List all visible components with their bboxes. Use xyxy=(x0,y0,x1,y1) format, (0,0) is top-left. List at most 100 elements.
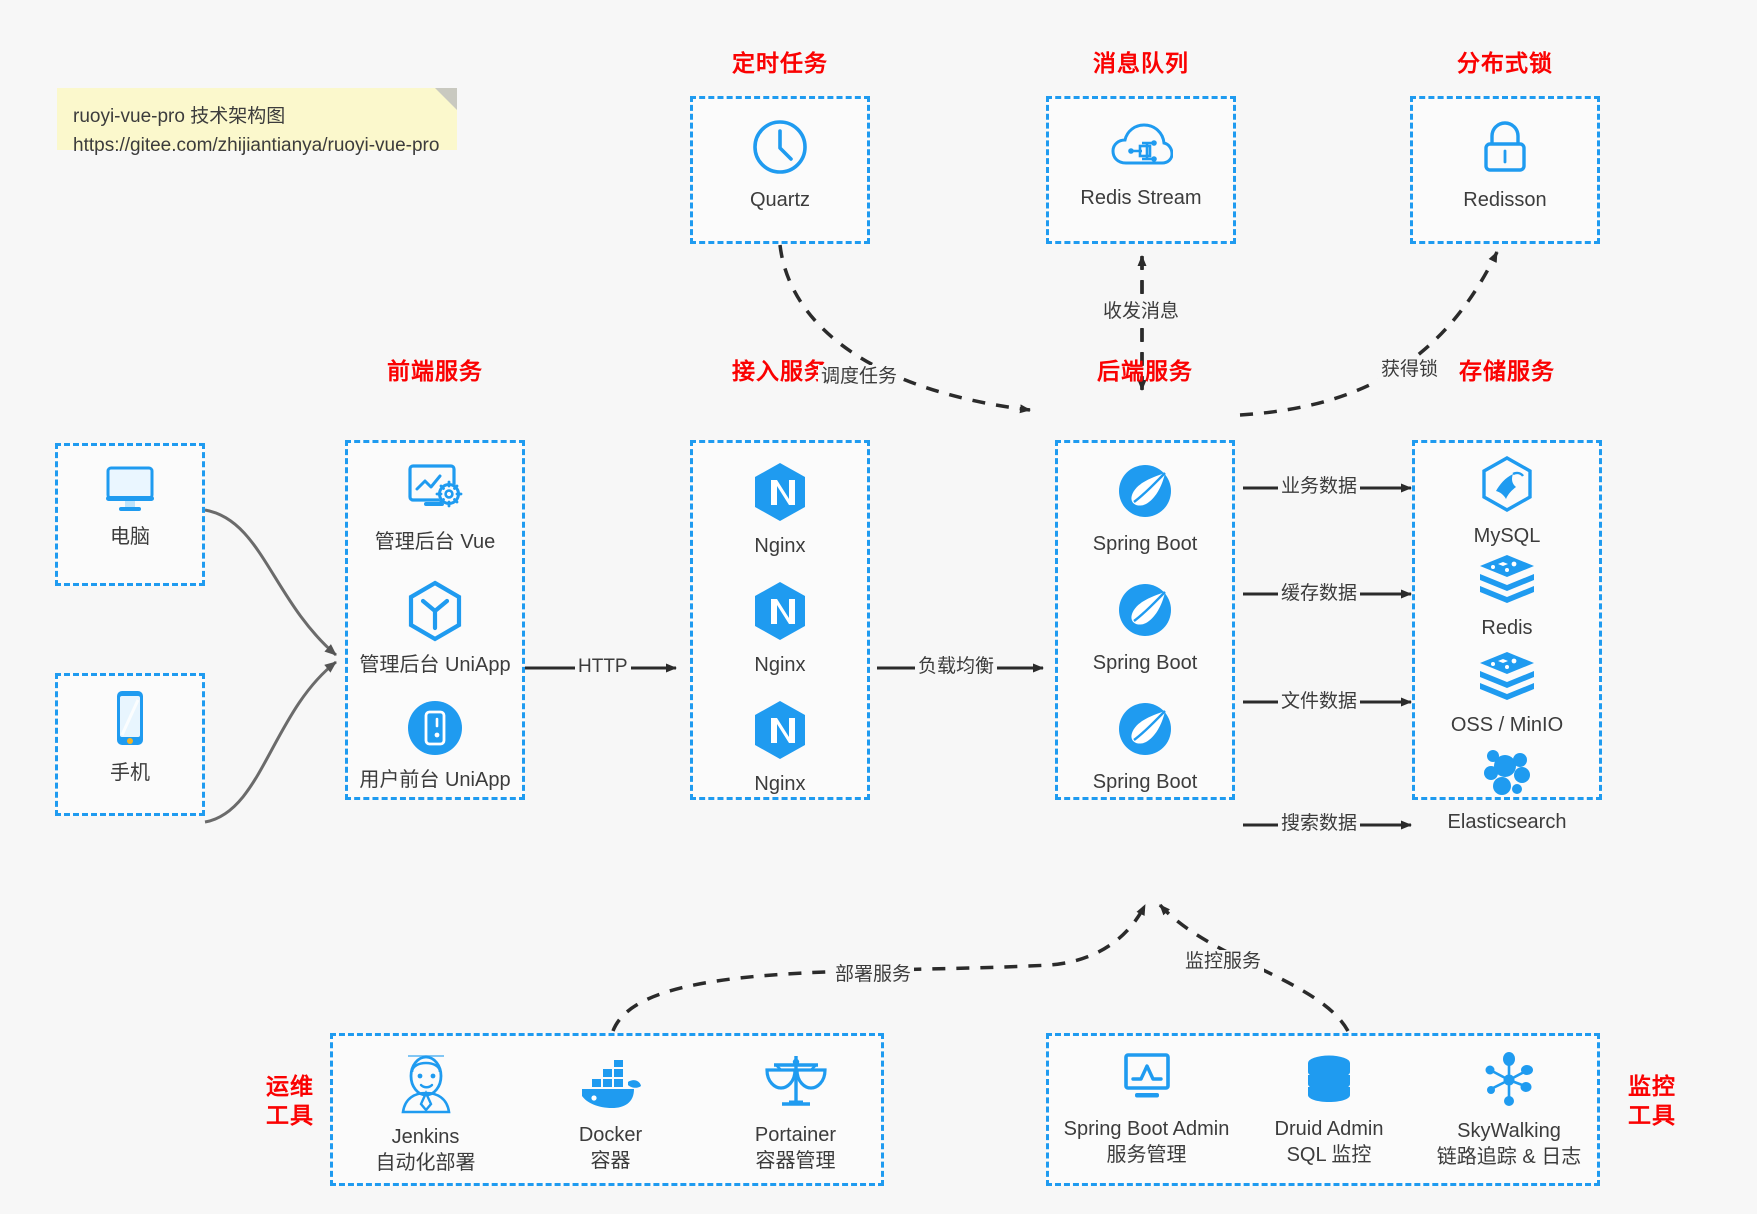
database-icon xyxy=(1302,1054,1356,1111)
smartphone-icon xyxy=(109,688,151,755)
hexagon-cube-icon xyxy=(406,580,464,647)
node-label: Redis Stream xyxy=(1080,187,1202,209)
group-box-scheduler: Quartz xyxy=(690,96,870,244)
edge-label-monitor-service: 监控服务 xyxy=(1182,950,1265,975)
node-redis-stream[interactable]: Redis Stream xyxy=(1049,119,1233,212)
node-spring-boot-admin[interactable]: Spring Boot Admin 服务管理 xyxy=(1049,1052,1244,1168)
group-box-frontend: 管理后台 Vue 管理后台 UniApp 用户前台 UniApp xyxy=(345,440,525,800)
node-label: Elasticsearch xyxy=(1447,811,1567,833)
mobile-circle-icon xyxy=(406,699,464,762)
edge-label-send-receive-message: 收发消息 xyxy=(1100,300,1183,325)
node-elasticsearch[interactable]: Elasticsearch xyxy=(1415,747,1599,836)
nginx-icon xyxy=(751,699,809,766)
node-quartz[interactable]: Quartz xyxy=(693,117,867,214)
node-nginx-1[interactable]: Nginx xyxy=(693,461,867,560)
note-line-1: ruoyi-vue-pro 技术架构图 xyxy=(73,106,286,127)
node-label: Spring Boot xyxy=(1092,771,1198,793)
node-user-uniapp[interactable]: 用户前台 UniApp xyxy=(348,699,522,794)
node-sublabel: SQL 监控 xyxy=(1286,1143,1372,1166)
group-title-monitoring: 监控 工具 xyxy=(1612,1072,1692,1130)
node-label: Nginx xyxy=(754,535,806,557)
node-label: Nginx xyxy=(754,773,806,795)
node-label: Nginx xyxy=(754,654,806,676)
group-box-mq: Redis Stream xyxy=(1046,96,1236,244)
edge-label-business-data: 业务数据 xyxy=(1278,475,1361,500)
node-admin-uniapp[interactable]: 管理后台 UniApp xyxy=(348,580,522,679)
group-box-storage: MySQL Redis xyxy=(1412,440,1602,833)
group-title-mq: 消息队列 xyxy=(1093,50,1189,76)
monitor-chart-icon xyxy=(1118,1052,1176,1111)
jenkins-butler-icon xyxy=(397,1052,455,1119)
group-box-client-mobile: 手机 xyxy=(55,673,205,816)
node-label: OSS / MinIO xyxy=(1450,714,1564,736)
node-label: Docker xyxy=(578,1124,643,1146)
group-title-scheduler: 定时任务 xyxy=(732,50,828,76)
node-label: Spring Boot xyxy=(1092,533,1198,555)
node-label: Jenkins xyxy=(391,1126,460,1148)
node-mobile[interactable]: 手机 xyxy=(58,688,202,787)
node-redis[interactable]: Redis xyxy=(1415,553,1599,642)
node-docker[interactable]: Docker 容器 xyxy=(518,1058,703,1174)
group-title-devops-line-2: 工具 xyxy=(266,1101,314,1128)
node-admin-vue[interactable]: 管理后台 Vue xyxy=(348,461,522,556)
node-nginx-3[interactable]: Nginx xyxy=(693,699,867,798)
node-jenkins[interactable]: Jenkins 自动化部署 xyxy=(333,1052,518,1176)
node-portainer[interactable]: Portainer 容器管理 xyxy=(703,1052,888,1174)
node-springboot-2[interactable]: Spring Boot xyxy=(1058,580,1232,677)
padlock-icon xyxy=(1477,117,1533,182)
skywalking-icon xyxy=(1480,1052,1538,1113)
elasticsearch-icon xyxy=(1478,747,1536,804)
node-springboot-3[interactable]: Spring Boot xyxy=(1058,699,1232,796)
note-fold-icon xyxy=(435,88,457,110)
node-label: Quartz xyxy=(749,189,811,211)
edge-label-acquire-lock: 获得锁 xyxy=(1378,358,1442,383)
node-desktop[interactable]: 电脑 xyxy=(58,462,202,551)
node-skywalking[interactable]: SkyWalking 链路追踪 & 日志 xyxy=(1414,1052,1604,1170)
node-label: MySQL xyxy=(1473,525,1541,547)
spring-boot-icon xyxy=(1115,580,1175,645)
clock-icon xyxy=(750,117,810,182)
group-box-client-desktop: 电脑 xyxy=(55,443,205,586)
edge-label-cache-data: 缓存数据 xyxy=(1278,582,1361,607)
note-line-2: https://gitee.com/zhijiantianya/ruoyi-vu… xyxy=(73,135,440,157)
desktop-monitor-icon xyxy=(100,462,160,519)
node-druid-admin[interactable]: Druid Admin SQL 监控 xyxy=(1244,1054,1414,1168)
node-label: Redisson xyxy=(1463,189,1547,211)
group-title-gateway: 接入服务 xyxy=(732,358,828,384)
node-sublabel: 链路追踪 & 日志 xyxy=(1436,1145,1582,1168)
sticky-note: ruoyi-vue-pro 技术架构图 https://gitee.com/zh… xyxy=(57,88,457,156)
group-title-backend: 后端服务 xyxy=(1097,358,1193,384)
spring-boot-icon xyxy=(1115,699,1175,764)
edge-label-file-data: 文件数据 xyxy=(1278,690,1361,715)
group-box-devops: Jenkins 自动化部署 Docker 容器 xyxy=(330,1033,884,1186)
node-sublabel: 容器 xyxy=(590,1149,631,1172)
group-title-lock: 分布式锁 xyxy=(1457,50,1553,76)
group-title-devops: 运维 工具 xyxy=(255,1072,325,1130)
node-sublabel: 自动化部署 xyxy=(375,1151,476,1174)
node-label: 手机 xyxy=(110,762,150,784)
node-label: 电脑 xyxy=(110,526,150,548)
redis-stack-icon xyxy=(1476,553,1538,610)
node-label: Portainer xyxy=(754,1124,837,1146)
object-storage-icon xyxy=(1476,650,1538,707)
group-box-gateway: Nginx Nginx Nginx xyxy=(690,440,870,800)
scales-icon xyxy=(764,1052,827,1117)
nginx-icon xyxy=(751,461,809,528)
node-label: 管理后台 UniApp xyxy=(359,654,511,676)
node-label: 用户前台 UniApp xyxy=(359,769,511,791)
group-title-monitoring-line-2: 工具 xyxy=(1628,1101,1676,1128)
node-redisson[interactable]: Redisson xyxy=(1413,117,1597,214)
node-mysql[interactable]: MySQL xyxy=(1415,455,1599,550)
docker-whale-icon xyxy=(578,1058,644,1117)
node-nginx-2[interactable]: Nginx xyxy=(693,580,867,679)
group-title-monitoring-line-1: 监控 xyxy=(1628,1073,1676,1099)
group-box-backend: Spring Boot Spring Boot Spring Boot xyxy=(1055,440,1235,800)
nginx-icon xyxy=(751,580,809,647)
mysql-dolphin-icon xyxy=(1479,455,1535,518)
dashboard-gear-icon xyxy=(404,461,466,524)
node-oss-minio[interactable]: OSS / MinIO xyxy=(1415,650,1599,739)
spring-boot-icon xyxy=(1115,461,1175,526)
node-springboot-1[interactable]: Spring Boot xyxy=(1058,461,1232,558)
group-title-devops-line-1: 运维 xyxy=(266,1073,314,1099)
